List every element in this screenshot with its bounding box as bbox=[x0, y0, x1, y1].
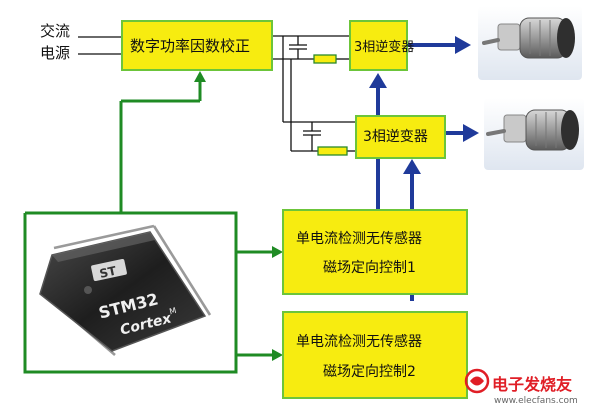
dc-bus-wiring bbox=[272, 35, 356, 152]
inverter2-label: 3相逆变器 bbox=[363, 129, 428, 145]
inverter1-label: 3相逆变器 bbox=[354, 40, 415, 55]
foc2-label-line1: 单电流检测无传感器 bbox=[296, 334, 422, 350]
foc1-label-line2: 磁场定向控制1 bbox=[323, 260, 416, 276]
motor2-drive-arrowhead bbox=[463, 124, 479, 142]
motor-icon bbox=[478, 6, 582, 80]
foc2-arrowhead bbox=[272, 349, 283, 361]
yellow-blocks bbox=[121, 20, 468, 399]
watermark-url: www.elecfans.com bbox=[494, 396, 578, 406]
motor-icon bbox=[484, 98, 584, 170]
motor1-drive-arrowhead bbox=[455, 36, 471, 54]
foc1-arrowhead bbox=[272, 246, 283, 258]
foc2-block bbox=[282, 311, 468, 399]
svg-text:ST: ST bbox=[98, 264, 118, 281]
foc2-label-line2: 磁场定向控制2 bbox=[323, 364, 416, 380]
pfc-block-label: 数字功率因数校正 bbox=[130, 37, 251, 55]
watermark-logo-icon bbox=[464, 368, 490, 394]
foc1-block bbox=[282, 209, 468, 295]
ac-input-label: 交流 bbox=[40, 22, 71, 40]
shunt-resistor-1 bbox=[313, 54, 337, 64]
pfc-block bbox=[121, 20, 273, 71]
pfc-control-arrowhead bbox=[194, 71, 206, 82]
inverter2-block bbox=[355, 115, 446, 159]
inverter1-pwm-arrowhead bbox=[369, 73, 387, 88]
inverter2-pwm-arrowhead bbox=[403, 159, 421, 174]
power-input-label: 电源 bbox=[40, 44, 71, 62]
inverter1-block bbox=[349, 20, 408, 71]
foc1-label-line1: 单电流检测无传感器 bbox=[296, 231, 422, 247]
chip-core-suffix: M bbox=[168, 306, 177, 316]
shunt-resistor-2 bbox=[317, 146, 348, 156]
watermark-text: 电子发烧友 bbox=[492, 375, 573, 394]
stm32-chip-icon: ST STM32 Cortex M bbox=[39, 224, 212, 356]
